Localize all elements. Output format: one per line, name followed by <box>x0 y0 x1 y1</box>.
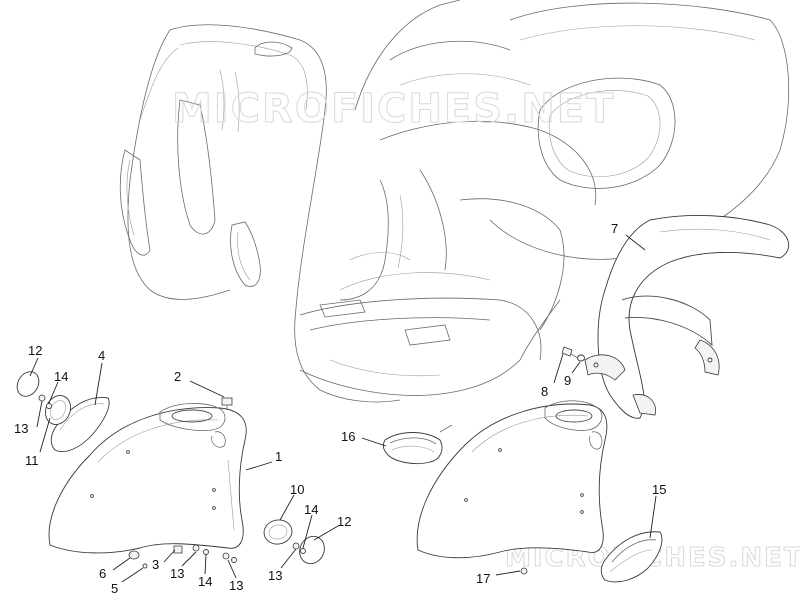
callout-5: 5 <box>111 581 118 596</box>
callout-6: 6 <box>99 566 106 581</box>
callout-3: 3 <box>152 557 159 572</box>
callout-14-top: 14 <box>54 369 68 384</box>
part-16-trim <box>382 424 453 465</box>
part-front-mudguard <box>48 403 247 554</box>
part-front-mudguard-variant <box>416 400 608 559</box>
callout-12-top: 12 <box>28 343 42 358</box>
callout-9: 9 <box>564 373 571 388</box>
part-rear-mudguard <box>584 214 790 419</box>
callout-8: 8 <box>541 384 548 399</box>
callout-12-bottom: 12 <box>337 514 351 529</box>
callout-labels: 1 2 3 4 5 6 7 8 9 10 11 12 12 13 13 13 1… <box>14 221 666 596</box>
callout-1: 1 <box>275 449 282 464</box>
callout-14-b: 14 <box>304 502 318 517</box>
callout-11: 11 <box>25 453 39 468</box>
callout-10: 10 <box>290 482 304 497</box>
callout-15: 15 <box>652 482 666 497</box>
callout-13-left: 13 <box>14 421 28 436</box>
scooter-body-outline <box>119 0 790 403</box>
watermark-text-top: MICROFICHES.NET <box>172 86 615 132</box>
callout-7: 7 <box>611 221 618 236</box>
callout-13-a: 13 <box>170 566 184 581</box>
hardware-parts <box>128 346 585 575</box>
part-4-gasket <box>50 397 110 453</box>
leader-lines <box>29 234 657 583</box>
callout-4: 4 <box>98 348 105 363</box>
callout-14-a: 14 <box>198 574 212 589</box>
cap-assembly-bottom <box>263 519 325 565</box>
callout-17: 17 <box>476 571 490 586</box>
callout-16: 16 <box>341 429 355 444</box>
callout-13-b: 13 <box>268 568 282 583</box>
callout-13-c: 13 <box>229 578 243 593</box>
part-15-trim <box>600 531 663 583</box>
callout-2: 2 <box>174 369 181 384</box>
